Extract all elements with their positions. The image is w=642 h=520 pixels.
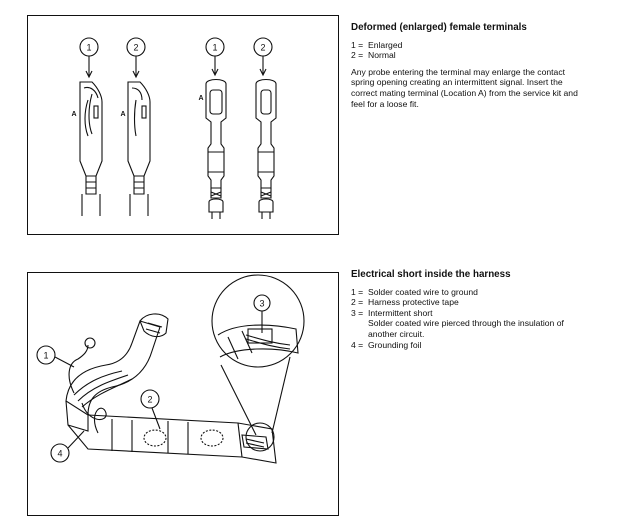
legend-text: Grounding foil bbox=[368, 339, 422, 350]
section-paragraph: Any probe entering the terminal may enla… bbox=[351, 66, 578, 109]
legend-text: Intermittent short bbox=[368, 307, 433, 318]
callout-number: 2 bbox=[260, 43, 265, 53]
location-a-label: A bbox=[198, 95, 203, 102]
enlarged-terminal-front bbox=[205, 78, 227, 219]
callout-circle bbox=[36, 345, 56, 365]
enlarged-terminal-side bbox=[79, 81, 103, 216]
legend-text: Solder coated wire to ground bbox=[368, 286, 478, 297]
callout-number: 4 bbox=[57, 449, 62, 459]
legend-number: 1 = bbox=[351, 286, 364, 297]
legend-item: 1 = Enlarged bbox=[351, 40, 586, 51]
callout-circle bbox=[140, 389, 160, 409]
legend-item: 1 = Solder coated wire to ground bbox=[351, 287, 588, 298]
legend-item: Solder coated wire pierced through the i… bbox=[351, 318, 588, 339]
location-a-label: A bbox=[71, 111, 76, 118]
legend-number: 2 = bbox=[351, 50, 364, 61]
top-description: Deformed (enlarged) female terminals 1 =… bbox=[351, 22, 586, 109]
callout-number: 2 bbox=[147, 395, 152, 405]
normal-terminal-side bbox=[127, 81, 151, 216]
legend-item: 2 = Harness protective tape bbox=[351, 297, 588, 308]
callout-number: 3 bbox=[259, 299, 264, 309]
legend-number: 2 = bbox=[351, 297, 364, 308]
legend-text: Solder coated wire pierced through the i… bbox=[368, 318, 564, 339]
legend-number bbox=[351, 318, 368, 339]
location-a-label: A bbox=[120, 111, 125, 118]
callout-number: 2 bbox=[133, 43, 138, 53]
bottom-description: Electrical short inside the harness 1 = … bbox=[351, 269, 588, 351]
section-title: Deformed (enlarged) female terminals bbox=[351, 22, 527, 33]
callout-number: 1 bbox=[43, 351, 48, 361]
legend-text: Enlarged bbox=[368, 39, 403, 50]
callout-circle bbox=[50, 443, 70, 463]
callout-number: 1 bbox=[86, 43, 91, 53]
legend-text: Normal bbox=[368, 50, 396, 61]
terminal-illustration: 1 2 1 2 A A A bbox=[71, 37, 277, 219]
legend-number: 3 = bbox=[351, 307, 364, 318]
callout-number: 1 bbox=[212, 43, 217, 53]
magnified-detail bbox=[211, 274, 305, 452]
normal-terminal-front bbox=[255, 78, 277, 219]
legend-item: 2 = Normal bbox=[351, 50, 586, 61]
legend-number: 1 = bbox=[351, 39, 364, 50]
harness-illustration: 1 2 3 4 bbox=[36, 274, 305, 464]
terminal-illustration-panel: 1 2 1 2 A A A bbox=[27, 15, 339, 235]
legend-number: 4 = bbox=[351, 339, 364, 350]
legend-text: Harness protective tape bbox=[368, 297, 459, 308]
legend-item: 3 = Intermittent short bbox=[351, 308, 588, 319]
section-title: Electrical short inside the harness bbox=[351, 269, 511, 280]
legend-item: 4 = Grounding foil bbox=[351, 340, 588, 351]
harness-illustration-panel: 1 2 3 4 bbox=[27, 272, 339, 516]
